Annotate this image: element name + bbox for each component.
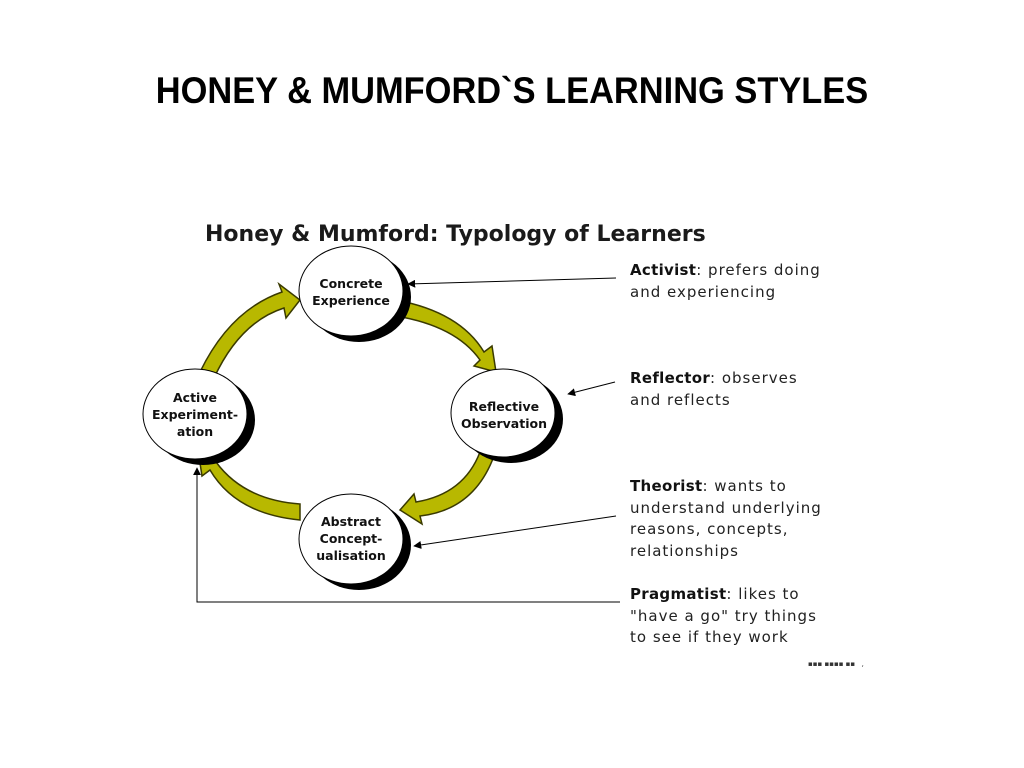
desc-line: and reflects [630, 390, 731, 409]
cycle-nodes [142, 245, 563, 590]
desc-line: Pragmatist: likes to [630, 584, 817, 606]
connector-pragmatist [193, 467, 620, 603]
cycle-arrow-active-to-concrete [198, 281, 302, 379]
connector-theorist [413, 515, 617, 549]
learner-activist: Activist: prefers doing and experiencing [630, 260, 821, 303]
learner-term: Pragmatist [630, 585, 727, 603]
desc-line: reasons, concepts, [630, 520, 789, 538]
source-stamp-mark: ▪▪▪ ▪▪▪▪ ▪▪ , [808, 660, 865, 668]
desc-line: Reflector: observes [630, 368, 798, 390]
cycle-arrow-reflective-to-abstract [398, 451, 495, 526]
learner-reflector: Reflector: observes and reflects [630, 368, 798, 411]
node-label-line: Concrete [319, 276, 383, 291]
connector-reflector [567, 381, 616, 397]
cycle-arrow-concrete-to-reflective [395, 299, 497, 374]
figure-title: Honey & Mumford: Typology of Learners [205, 222, 706, 247]
desc-text: : prefers doing [696, 261, 821, 279]
desc-line: and experiencing [630, 282, 777, 301]
desc-line: to see if they work [630, 628, 789, 646]
node-label-line: Abstract [320, 514, 382, 529]
node-circle-reflective [450, 368, 556, 458]
node-label-line: ualisation [316, 548, 386, 563]
learner-term: Reflector [630, 369, 711, 387]
node-label-line: Reflective [468, 399, 540, 414]
slide-title: HONEY & MUMFORD`S LEARNING STYLES [155, 70, 869, 111]
desc-line: understand underlying [630, 498, 822, 517]
connector-lines [193, 277, 620, 603]
node-label-line: Experience [312, 293, 390, 308]
learner-pragmatist: Pragmatist: likes to "have a go" try thi… [630, 584, 817, 649]
node-label-reflective: Reflective Observation [449, 398, 559, 432]
desc-line: relationships [630, 541, 739, 560]
node-circle-concrete [298, 245, 404, 337]
node-label-active: Active Experiment- ation [140, 389, 250, 440]
desc-text: : wants to [702, 477, 787, 495]
learner-term: Activist [630, 261, 697, 279]
node-circle-active [142, 368, 248, 460]
desc-text: : observes [710, 369, 798, 387]
node-label-concrete: Concrete Experience [296, 275, 406, 309]
node-label-line: Experiment- [151, 407, 239, 422]
desc-line: Theorist: wants to [630, 476, 822, 498]
node-label-line: Observation [461, 416, 547, 431]
desc-text: : likes to [726, 585, 800, 603]
learner-term: Theorist [630, 477, 703, 495]
learner-theorist: Theorist: wants to understand underlying… [630, 476, 822, 562]
node-label-abstract: Abstract Concept- ualisation [296, 513, 406, 564]
desc-line: "have a go" try things [630, 606, 817, 625]
node-label-line: ation [176, 424, 214, 439]
connector-activist [407, 277, 617, 288]
node-circle-abstract [298, 493, 404, 585]
node-label-line: Active [173, 390, 217, 405]
desc-line: Activist: prefers doing [630, 260, 821, 282]
node-label-line: Concept- [319, 531, 383, 546]
